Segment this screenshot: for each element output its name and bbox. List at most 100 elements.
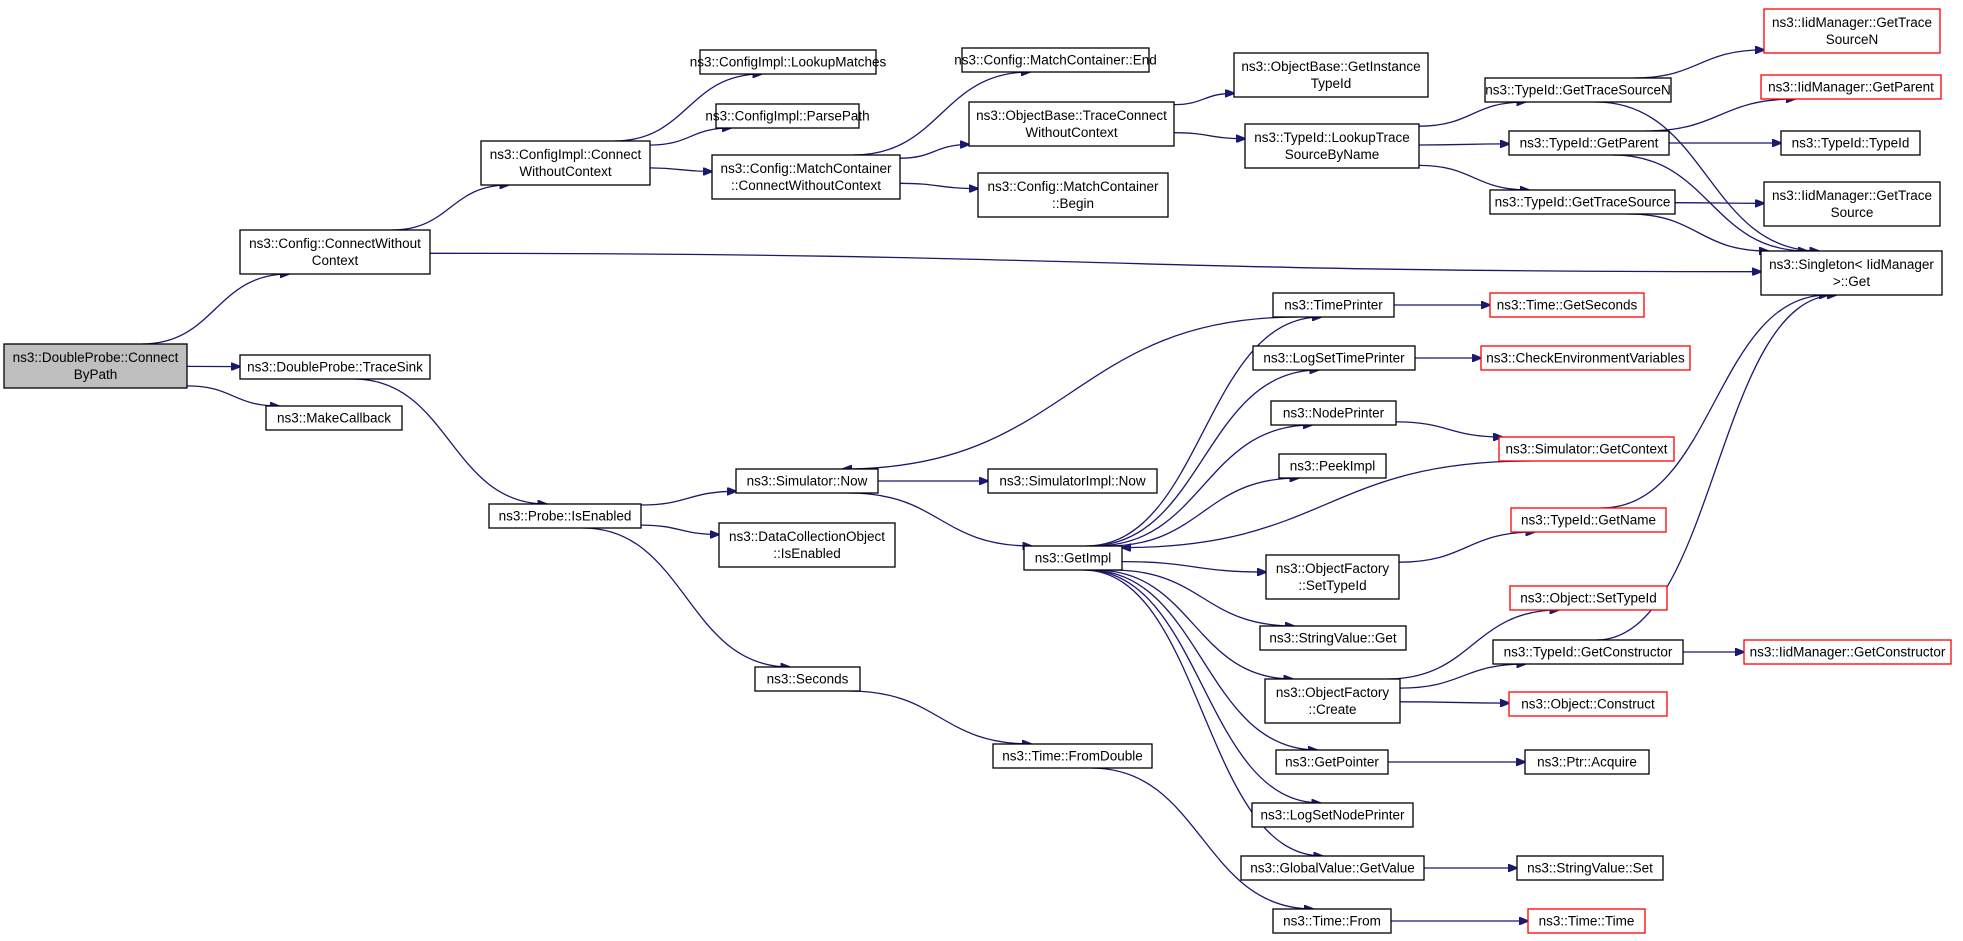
node-mcConnect[interactable]: ns3::Config::MatchContainer::ConnectWith… xyxy=(711,154,901,200)
node-getImpl[interactable]: ns3::GetImpl xyxy=(1023,545,1123,571)
node-ofCreate[interactable]: ns3::ObjectFactory::Create xyxy=(1264,678,1401,724)
node-iidGetTraceSourceN[interactable]: ns3::IidManager::GetTraceSourceN xyxy=(1763,8,1941,54)
node-cfgImplParse[interactable]: ns3::ConfigImpl::ParsePath xyxy=(705,103,870,129)
node-simImplNow[interactable]: ns3::SimulatorImpl::Now xyxy=(987,468,1158,494)
node-box[interactable] xyxy=(699,49,877,75)
node-tidGetParent[interactable]: ns3::TypeId::GetParent xyxy=(1508,130,1670,156)
node-box[interactable] xyxy=(1023,545,1123,571)
node-box[interactable] xyxy=(1492,639,1684,665)
node-peekImpl[interactable]: ns3::PeekImpl xyxy=(1278,453,1387,479)
node-objConstruct[interactable]: ns3::Object::Construct xyxy=(1508,691,1668,717)
node-timeTime[interactable]: ns3::Time::Time xyxy=(1527,908,1646,934)
node-timePrinter[interactable]: ns3::TimePrinter xyxy=(1272,292,1395,318)
node-box[interactable] xyxy=(1760,74,1942,100)
node-timeFromDouble[interactable]: ns3::Time::FromDouble xyxy=(992,743,1153,769)
node-box[interactable] xyxy=(1252,345,1416,371)
node-obTraceConnect[interactable]: ns3::ObjectBase::TraceConnectWithoutCont… xyxy=(968,101,1175,147)
node-box[interactable] xyxy=(715,103,860,129)
node-box[interactable] xyxy=(1233,52,1429,98)
node-box[interactable] xyxy=(1240,855,1425,881)
node-dpTraceSink[interactable]: ns3::DoubleProbe::TraceSink xyxy=(239,354,431,380)
node-logSetTimePrinter[interactable]: ns3::LogSetTimePrinter xyxy=(1252,345,1416,371)
node-box[interactable] xyxy=(1270,400,1397,426)
node-box[interactable] xyxy=(1524,749,1650,775)
node-box[interactable] xyxy=(1264,678,1401,724)
node-box[interactable] xyxy=(1265,554,1400,600)
node-box[interactable] xyxy=(1272,908,1392,934)
node-box[interactable] xyxy=(1780,130,1921,156)
node-timeFrom[interactable]: ns3::Time::From xyxy=(1272,908,1392,934)
node-box[interactable] xyxy=(1272,292,1395,318)
node-stringValueGet[interactable]: ns3::StringValue::Get xyxy=(1259,625,1407,651)
node-tidGetConstructor[interactable]: ns3::TypeId::GetConstructor xyxy=(1492,639,1684,665)
node-box[interactable] xyxy=(239,229,431,275)
node-cfgImplLookup[interactable]: ns3::ConfigImpl::LookupMatches xyxy=(690,49,887,75)
node-makeCallback[interactable]: ns3::MakeCallback xyxy=(265,405,403,431)
node-gvGetValue[interactable]: ns3::GlobalValue::GetValue xyxy=(1240,855,1425,881)
node-box[interactable] xyxy=(3,343,188,389)
node-simGetContext[interactable]: ns3::Simulator::GetContext xyxy=(1498,436,1675,462)
node-objSetTypeId[interactable]: ns3::Object::SetTypeId xyxy=(1509,585,1668,611)
node-seconds[interactable]: ns3::Seconds xyxy=(754,666,861,692)
node-dcoIsEnabled[interactable]: ns3::DataCollectionObject::IsEnabled xyxy=(718,522,896,568)
node-box[interactable] xyxy=(1508,130,1670,156)
node-logSetNodePrinter[interactable]: ns3::LogSetNodePrinter xyxy=(1251,802,1414,828)
node-box[interactable] xyxy=(1510,507,1667,533)
node-box[interactable] xyxy=(1278,453,1387,479)
node-iidGetConstructor[interactable]: ns3::IidManager::GetConstructor xyxy=(1743,639,1952,665)
node-box[interactable] xyxy=(961,47,1150,73)
node-box[interactable] xyxy=(1480,345,1691,371)
node-box[interactable] xyxy=(239,354,431,380)
node-nodePrinter[interactable]: ns3::NodePrinter xyxy=(1270,400,1397,426)
node-iidGetTraceSource[interactable]: ns3::IidManager::GetTraceSource xyxy=(1763,181,1941,227)
node-box[interactable] xyxy=(1743,639,1952,665)
node-box[interactable] xyxy=(1251,802,1414,828)
node-box[interactable] xyxy=(1489,189,1676,215)
node-tidGetTraceSourceN[interactable]: ns3::TypeId::GetTraceSourceN xyxy=(1484,77,1672,103)
node-box[interactable] xyxy=(1516,855,1664,881)
node-box[interactable] xyxy=(488,503,642,529)
node-box[interactable] xyxy=(1508,691,1668,717)
node-ofSetTypeId[interactable]: ns3::ObjectFactory::SetTypeId xyxy=(1265,554,1400,600)
node-box[interactable] xyxy=(977,172,1169,218)
node-probeIsEnabled[interactable]: ns3::Probe::IsEnabled xyxy=(488,503,642,529)
node-box[interactable] xyxy=(754,666,861,692)
node-cfgConnectWithout[interactable]: ns3::Config::ConnectWithoutContext xyxy=(239,229,431,275)
node-cfgImplConnect[interactable]: ns3::ConfigImpl::ConnectWithoutContext xyxy=(480,140,651,186)
node-box[interactable] xyxy=(1763,181,1941,227)
node-simNow[interactable]: ns3::Simulator::Now xyxy=(735,468,879,494)
node-box[interactable] xyxy=(1484,77,1672,103)
node-stringValueSet[interactable]: ns3::StringValue::Set xyxy=(1516,855,1664,881)
node-checkEnv[interactable]: ns3::CheckEnvironmentVariables xyxy=(1480,345,1691,371)
node-getPointer[interactable]: ns3::GetPointer xyxy=(1275,749,1389,775)
node-mcEnd[interactable]: ns3::Config::MatchContainer::End xyxy=(954,47,1157,73)
node-box[interactable] xyxy=(1760,250,1943,296)
node-box[interactable] xyxy=(968,101,1175,147)
node-box[interactable] xyxy=(1489,292,1645,318)
node-box[interactable] xyxy=(711,154,901,200)
node-box[interactable] xyxy=(1244,123,1420,169)
node-box[interactable] xyxy=(1527,908,1646,934)
node-box[interactable] xyxy=(480,140,651,186)
node-iidGetParent[interactable]: ns3::IidManager::GetParent xyxy=(1760,74,1942,100)
node-box[interactable] xyxy=(1763,8,1941,54)
node-tidGetName[interactable]: ns3::TypeId::GetName xyxy=(1510,507,1667,533)
node-box[interactable] xyxy=(735,468,879,494)
node-box[interactable] xyxy=(992,743,1153,769)
node-ptrAcquire[interactable]: ns3::Ptr::Acquire xyxy=(1524,749,1650,775)
node-mcBegin[interactable]: ns3::Config::MatchContainer::Begin xyxy=(977,172,1169,218)
node-tidGetTraceSource[interactable]: ns3::TypeId::GetTraceSource xyxy=(1489,189,1676,215)
node-box[interactable] xyxy=(1509,585,1668,611)
node-box[interactable] xyxy=(1498,436,1675,462)
node-box[interactable] xyxy=(1275,749,1389,775)
node-timeGetSeconds[interactable]: ns3::Time::GetSeconds xyxy=(1489,292,1645,318)
node-box[interactable] xyxy=(987,468,1158,494)
node-singletonGet[interactable]: ns3::Singleton< IidManager >::Get xyxy=(1760,250,1943,296)
node-box[interactable] xyxy=(265,405,403,431)
node-box[interactable] xyxy=(1259,625,1407,651)
node-box[interactable] xyxy=(718,522,896,568)
node-tidTypeId[interactable]: ns3::TypeId::TypeId xyxy=(1780,130,1921,156)
